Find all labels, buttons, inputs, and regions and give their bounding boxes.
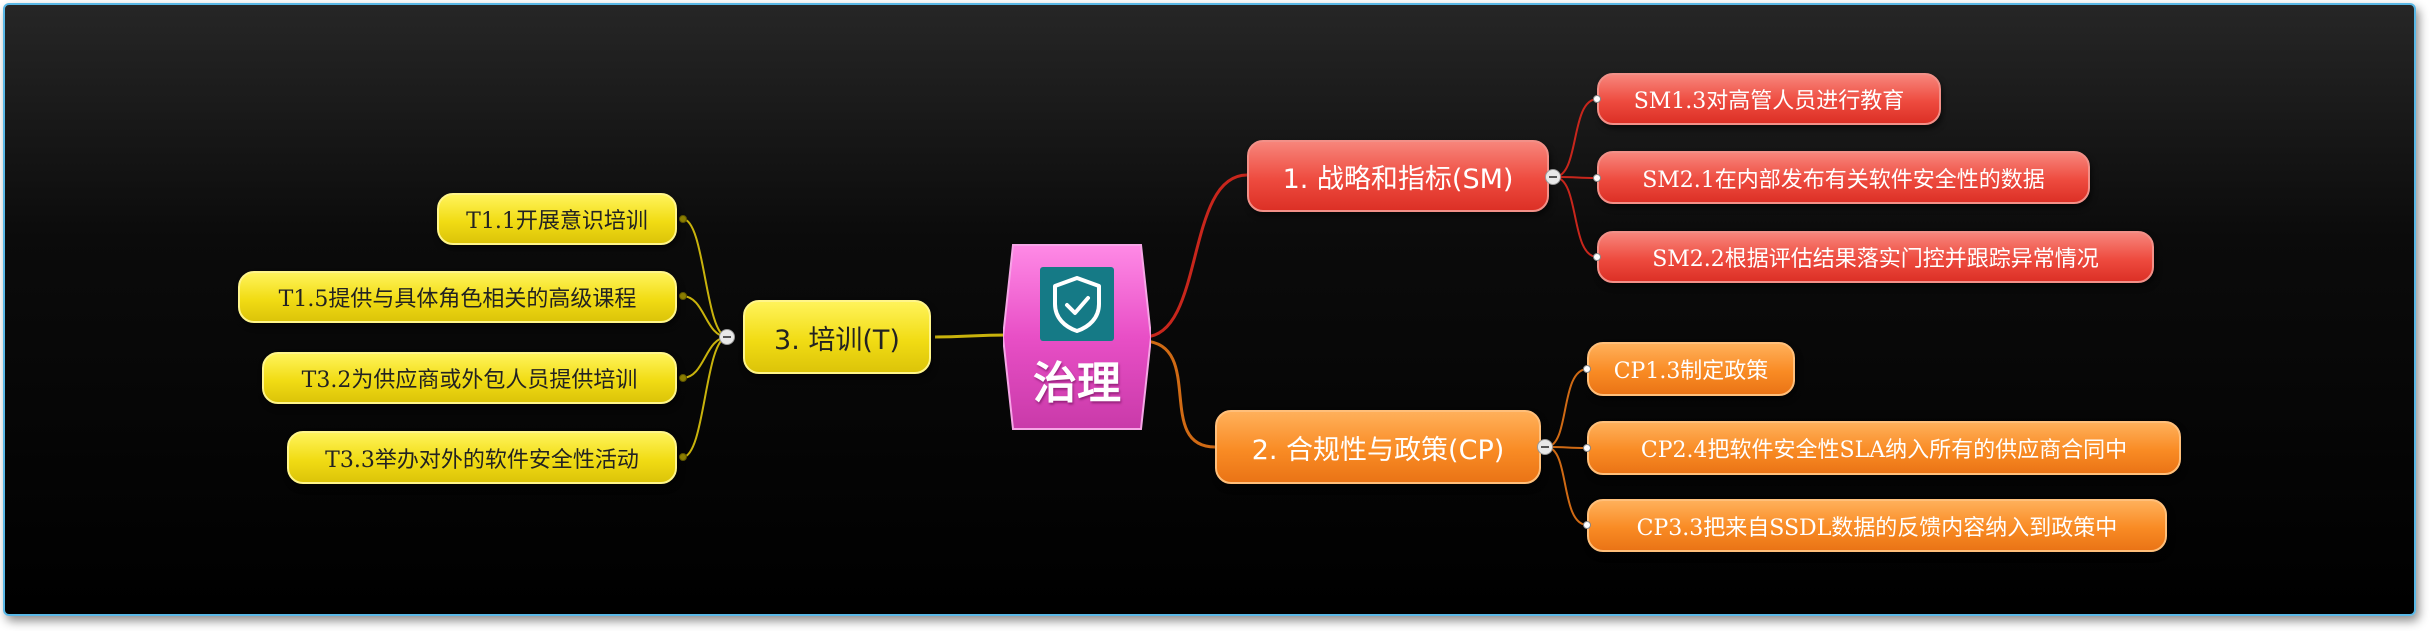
connector-center-sm bbox=[1144, 173, 1248, 339]
collapse-toggle-t[interactable] bbox=[719, 329, 735, 345]
subtopic-cp3-3[interactable]: CP3.3把来自SSDL数据的反馈内容纳入到政策中 bbox=[1587, 499, 2167, 552]
topic-training-label: 3. 培训(T) bbox=[774, 324, 900, 356]
shield-check-icon bbox=[1040, 267, 1114, 341]
connector-sm-1 bbox=[1554, 98, 1598, 178]
subtopic-sm1-3[interactable]: SM1.3对高管人员进行教育 bbox=[1597, 73, 1941, 125]
subtopic-t1-5[interactable]: T1.5提供与具体角色相关的高级课程 bbox=[238, 271, 677, 323]
topic-strategy-metrics-label: 1. 战略和指标(SM) bbox=[1282, 163, 1514, 195]
subtopic-cp2-4[interactable]: CP2.4把软件安全性SLA纳入所有的供应商合同中 bbox=[1587, 421, 2181, 475]
topic-compliance-policy-label: 2. 合规性与政策(CP) bbox=[1251, 434, 1505, 466]
connector-t-4 bbox=[682, 336, 728, 458]
connector-dot bbox=[1593, 95, 1601, 103]
connector-center-t bbox=[934, 333, 1008, 339]
connector-dot bbox=[1583, 365, 1591, 373]
subtopic-cp2-4-label: CP2.4把软件安全性SLA纳入所有的供应商合同中 bbox=[1640, 438, 2128, 463]
connector-t-1 bbox=[682, 218, 728, 338]
subtopic-sm2-2-label: SM2.2根据评估结果落实门控并跟踪异常情况 bbox=[1652, 247, 2099, 272]
mind-map-canvas: 治理 1. 战略和指标(SM) SM1.3对高管人员进行教育 SM2.1在内部发… bbox=[3, 3, 2416, 616]
subtopic-t3-2-label: T3.2为供应商或外包人员提供培训 bbox=[301, 368, 638, 393]
connector-sm-3 bbox=[1554, 176, 1598, 258]
connector-cp-1 bbox=[1546, 368, 1588, 448]
collapse-toggle-cp[interactable] bbox=[1537, 439, 1553, 455]
connector-dot bbox=[679, 374, 687, 382]
connector-dot bbox=[679, 453, 687, 461]
collapse-toggle-sm[interactable] bbox=[1545, 169, 1561, 185]
connector-dot bbox=[679, 215, 687, 223]
connector-center-cp bbox=[1144, 339, 1216, 449]
central-topic[interactable]: 治理 bbox=[1003, 243, 1151, 431]
subtopic-t3-3[interactable]: T3.3举办对外的软件安全性活动 bbox=[287, 431, 677, 484]
subtopic-sm2-2[interactable]: SM2.2根据评估结果落实门控并跟踪异常情况 bbox=[1597, 231, 2154, 283]
connector-sm-2 bbox=[1554, 176, 1598, 179]
connector-cp-2 bbox=[1546, 446, 1588, 449]
subtopic-cp3-3-label: CP3.3把来自SSDL数据的反馈内容纳入到政策中 bbox=[1636, 515, 2118, 541]
subtopic-t1-5-label: T1.5提供与具体角色相关的高级课程 bbox=[278, 287, 637, 312]
connector-dot bbox=[1593, 174, 1601, 182]
connector-dot bbox=[679, 292, 687, 300]
connector-cp-3 bbox=[1546, 446, 1588, 526]
subtopic-sm1-3-label: SM1.3对高管人员进行教育 bbox=[1633, 89, 1905, 114]
connector-dot bbox=[1593, 253, 1601, 261]
topic-compliance-policy[interactable]: 2. 合规性与政策(CP) bbox=[1215, 410, 1541, 484]
topic-training[interactable]: 3. 培训(T) bbox=[743, 300, 931, 374]
topic-strategy-metrics[interactable]: 1. 战略和指标(SM) bbox=[1247, 140, 1549, 212]
subtopic-t1-1-label: T1.1开展意识培训 bbox=[466, 209, 648, 234]
connector-dot bbox=[1583, 521, 1591, 529]
subtopic-cp1-3[interactable]: CP1.3制定政策 bbox=[1587, 342, 1795, 396]
subtopic-t3-2[interactable]: T3.2为供应商或外包人员提供培训 bbox=[262, 352, 677, 404]
central-topic-label: 治理 bbox=[1033, 358, 1121, 409]
subtopic-cp1-3-label: CP1.3制定政策 bbox=[1613, 359, 1769, 384]
connector-dot bbox=[1583, 444, 1591, 452]
subtopic-sm2-1-label: SM2.1在内部发布有关软件安全性的数据 bbox=[1642, 167, 2045, 193]
subtopic-t1-1[interactable]: T1.1开展意识培训 bbox=[437, 193, 677, 245]
subtopic-t3-3-label: T3.3举办对外的软件安全性活动 bbox=[325, 447, 639, 473]
subtopic-sm2-1[interactable]: SM2.1在内部发布有关软件安全性的数据 bbox=[1597, 151, 2090, 204]
